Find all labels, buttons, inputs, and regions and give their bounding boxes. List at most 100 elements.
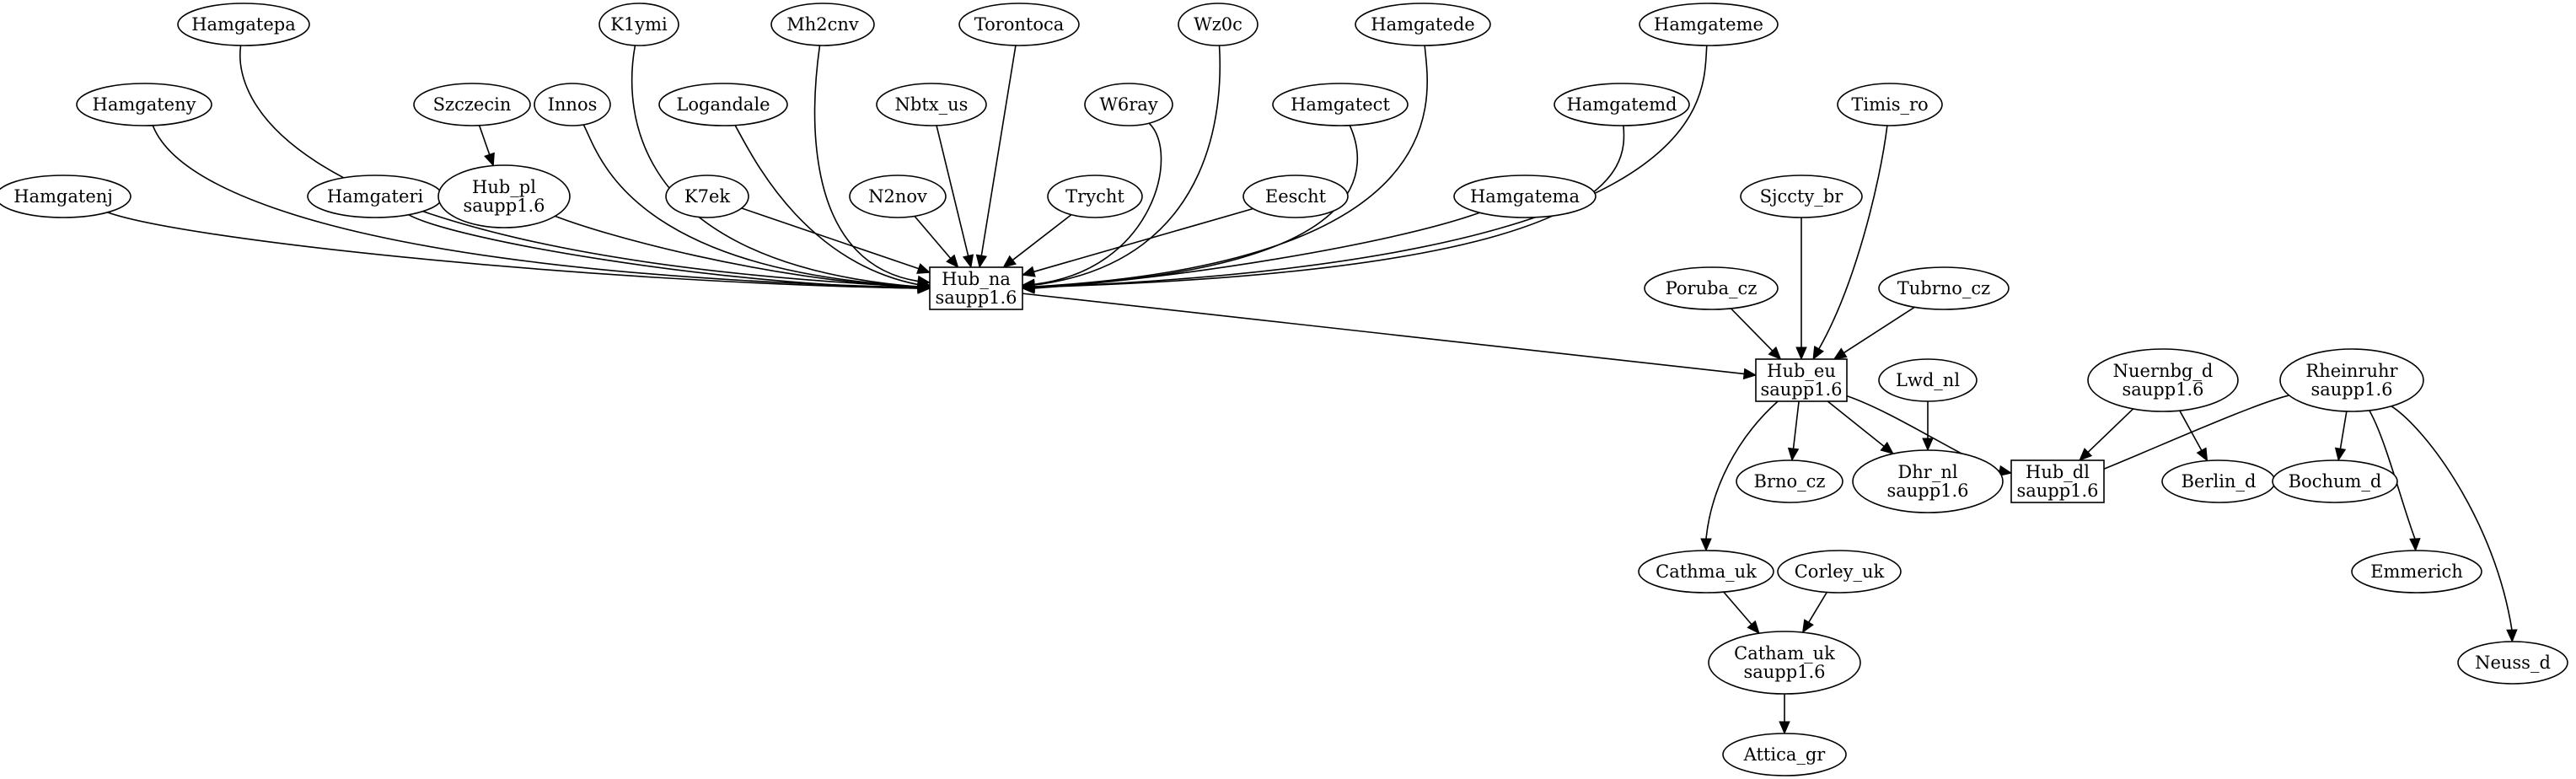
edge-line [1012, 214, 1072, 261]
edge-line [1843, 306, 1915, 354]
node-mh2cnv[interactable]: Mh2cnv [770, 3, 875, 46]
node-eescht[interactable]: Eescht [1242, 175, 1349, 218]
node-ellipse [1878, 358, 1978, 402]
node-hamgateme[interactable]: Hamgateme [1639, 3, 1779, 46]
node-hamgatect[interactable]: Hamgatect [1272, 83, 1409, 126]
node-hamgatede[interactable]: Hamgatede [1355, 3, 1491, 46]
node-logandale[interactable]: Logandale [658, 83, 788, 126]
node-label: Wz0c [1194, 14, 1242, 35]
edge-line [2391, 406, 2513, 631]
node-poruba_cz[interactable]: Poruba_cz [1644, 266, 1779, 310]
node-label: Hamgatepa [191, 14, 296, 35]
node-k7ek[interactable]: K7ek [665, 175, 749, 218]
node-ellipse [534, 83, 611, 126]
node-label: Corley_uk [1795, 561, 1885, 582]
arrowhead-icon [916, 263, 931, 274]
node-n2nov[interactable]: N2nov [849, 175, 947, 218]
node-bochum_d[interactable]: Bochum_d [2272, 459, 2398, 503]
edge-line [1818, 125, 1888, 350]
edge-line [1730, 308, 1774, 352]
node-box [929, 266, 1023, 310]
node-ellipse [665, 175, 749, 218]
edge-line [2092, 395, 2289, 475]
node-torontoca[interactable]: Torontoca [958, 3, 1080, 46]
arrowhead-icon [1795, 347, 1807, 361]
edge-line [1792, 400, 1800, 449]
arrowhead-icon [1747, 620, 1760, 635]
node-ellipse [2279, 348, 2424, 412]
node-label: N2nov [868, 186, 927, 207]
node-w6ray[interactable]: W6ray [1084, 83, 1173, 126]
edge-line [2369, 410, 2416, 540]
node-nbtx_us[interactable]: Nbtx_us [876, 83, 987, 126]
edge-rheinruhr-to-emmerich [2369, 410, 2421, 552]
node-label: Hamgatect [1291, 94, 1390, 115]
edge-line [152, 125, 919, 288]
edge-line [1033, 212, 1480, 289]
edge-torontoca-to-hub_na [975, 45, 1017, 269]
arrowhead-icon [1880, 441, 1894, 454]
node-wz0c[interactable]: Wz0c [1178, 3, 1258, 46]
node-brno_cz[interactable]: Brno_cz [1736, 459, 1843, 503]
node-ellipse [658, 83, 788, 126]
node-emmerich[interactable]: Emmerich [2351, 550, 2482, 594]
node-hamgatemd[interactable]: Hamgatemd [1554, 83, 1690, 126]
edge-line [1723, 591, 1752, 626]
edge-line [478, 125, 491, 155]
edge-hamgateme-to-hub_na [1021, 45, 1708, 293]
node-ellipse [1639, 3, 1779, 46]
node-szczecin[interactable]: Szczecin [413, 83, 531, 126]
node-ellipse [1644, 266, 1779, 310]
node-hamgateny[interactable]: Hamgateny [76, 83, 212, 126]
node-trycht[interactable]: Trycht [1047, 175, 1143, 218]
node-label: Hub_eu [1767, 361, 1836, 381]
node-k1ymi[interactable]: K1ymi [598, 3, 679, 46]
edge-line [1808, 592, 1827, 623]
node-lwd_nl[interactable]: Lwd_nl [1878, 358, 1978, 402]
edge-hub_eu-to-dhr_nl [1827, 400, 1894, 454]
edge-line [555, 215, 919, 288]
edge-line [1033, 45, 1708, 288]
edge-wz0c-to-hub_na [1021, 45, 1221, 291]
node-timis_ro[interactable]: Timis_ro [1837, 83, 1943, 126]
node-innos[interactable]: Innos [534, 83, 611, 126]
node-hamgatenj[interactable]: Hamgatenj [0, 175, 131, 218]
edge-trycht-to-hub_na [1002, 214, 1072, 268]
edge-cathma_uk-to-catham_uk [1723, 591, 1760, 635]
edge-line [107, 212, 919, 289]
node-cathma_uk[interactable]: Cathma_uk [1638, 550, 1774, 594]
node-ellipse [437, 164, 571, 228]
node-hamgatema[interactable]: Hamgatema [1453, 175, 1597, 218]
edge-line [1022, 293, 1745, 375]
edge-rheinruhr-to-bochum_d [2334, 411, 2348, 462]
node-label: Rheinruhr [2305, 361, 2398, 381]
arrowhead-icon [484, 152, 495, 167]
node-label: Tubrno_cz [1897, 278, 1991, 298]
node-label: saupp1.6 [2122, 379, 2203, 400]
node-label: saupp1.6 [2310, 379, 2392, 400]
arrowhead-icon [2506, 629, 2518, 643]
node-corley_uk[interactable]: Corley_uk [1777, 550, 1902, 594]
node-sjccty_br[interactable]: Sjccty_br [1740, 175, 1863, 218]
node-berlin_d[interactable]: Berlin_d [2161, 459, 2276, 503]
node-attica_gr[interactable]: Attica_gr [1722, 733, 1847, 776]
arrowhead-icon [1998, 465, 2013, 477]
edge-line [1033, 122, 1162, 286]
node-tubrno_cz[interactable]: Tubrno_cz [1878, 266, 2010, 310]
edge-line [2179, 410, 2203, 451]
node-label: Torontoca [974, 14, 1065, 35]
edge-nbtx_us-to-hub_na [936, 125, 974, 269]
node-label: Emmerich [2370, 561, 2463, 582]
node-hamgateri[interactable]: Hamgateri [307, 175, 443, 218]
node-hamgatepa[interactable]: Hamgatepa [177, 3, 310, 46]
node-ellipse [2457, 641, 2568, 685]
node-neuss_d[interactable]: Neuss_d [2457, 641, 2568, 685]
